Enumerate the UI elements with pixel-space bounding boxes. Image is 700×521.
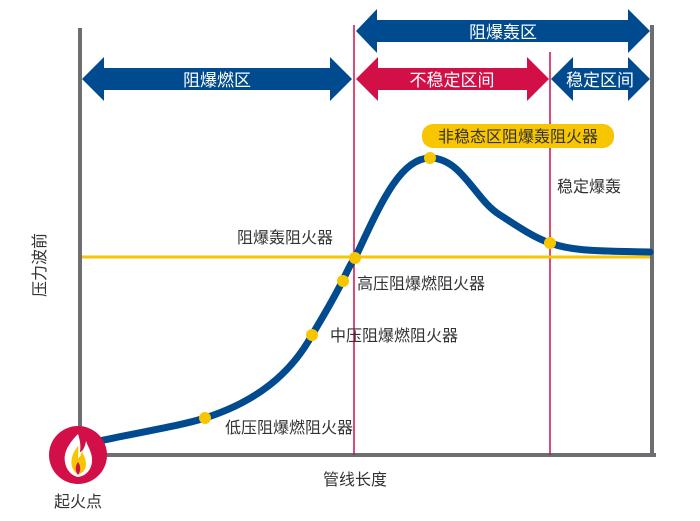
low-pressure-point xyxy=(199,412,211,424)
low-pressure-label: 低压阻爆燃阻火器 xyxy=(225,418,353,437)
high-pressure-point xyxy=(337,275,349,287)
medium-pressure-label: 中压阻爆燃阻火器 xyxy=(330,326,458,345)
stable-point xyxy=(544,237,556,249)
peak-point xyxy=(424,152,436,164)
deflagration-zone-arrow xyxy=(82,57,352,101)
detonation-arrester-label: 阻爆轰阻火器 xyxy=(237,228,333,247)
high-pressure-label: 高压阻爆燃阻火器 xyxy=(357,274,485,293)
detonation-point xyxy=(349,252,361,264)
pressure-curve xyxy=(91,154,654,446)
detonation-zone-label: 阻爆轰区 xyxy=(469,23,537,43)
unstable-arrester-label: 非稳态区阻爆轰阻火器 xyxy=(438,127,598,146)
unstable-interval-arrow xyxy=(356,57,549,101)
unstable-arrester-badge xyxy=(422,124,614,148)
y-axis-label: 压力波前 xyxy=(30,233,49,297)
stable-interval-arrow xyxy=(551,57,650,101)
medium-pressure-point xyxy=(306,329,318,341)
deflagration-zone-label: 阻爆燃区 xyxy=(183,71,251,91)
stable-interval-label: 稳定区间 xyxy=(566,71,634,91)
unstable-interval-label: 不稳定区间 xyxy=(410,71,495,91)
fire-icon xyxy=(49,426,107,484)
ignition-point-label: 起火点 xyxy=(54,492,102,511)
stable-detonation-label: 稳定爆轰 xyxy=(557,177,621,196)
detonation-zone-arrow xyxy=(356,9,650,53)
x-axis-label: 管线长度 xyxy=(323,470,387,489)
